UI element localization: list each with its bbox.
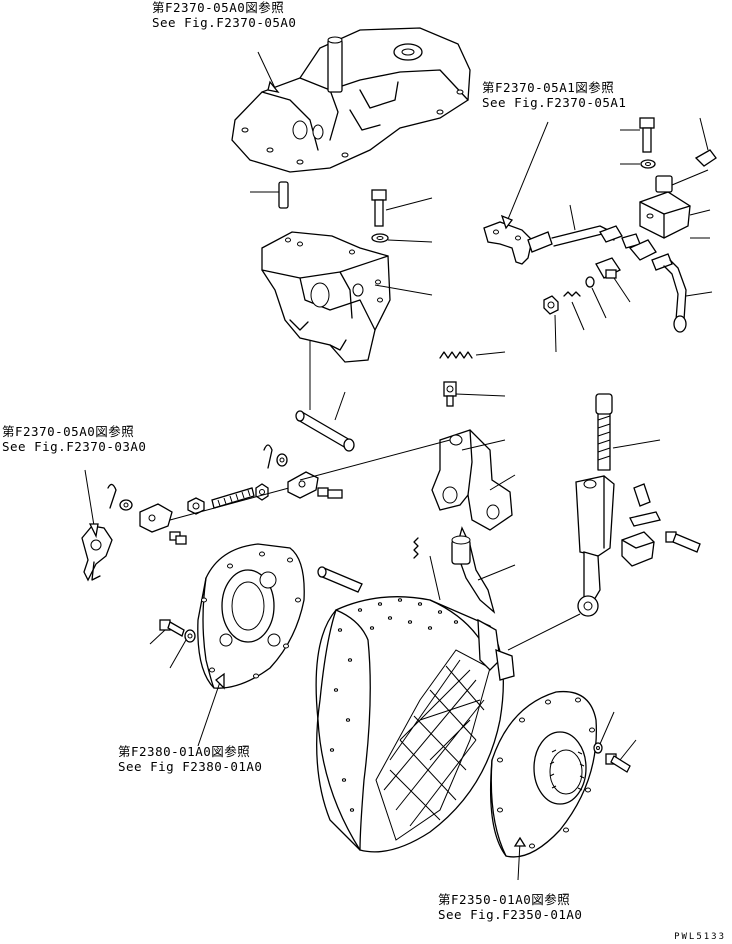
adjust-screw bbox=[595, 393, 613, 471]
oring-right bbox=[585, 276, 607, 319]
pipe-fitting-right bbox=[527, 204, 615, 253]
washer-center bbox=[276, 453, 288, 467]
switch-block-right bbox=[639, 175, 691, 239]
drum-cover-plate bbox=[197, 543, 305, 689]
reference-en: See Fig F2380-01A0 bbox=[118, 759, 263, 774]
lever-bracket bbox=[431, 429, 516, 614]
reference-jp: 第F2370-05A0図参照 bbox=[152, 0, 285, 15]
bolt-top-center bbox=[371, 189, 433, 227]
reference-jp: 第F2370-05A0図参照 bbox=[2, 424, 135, 439]
cotter-pin-center bbox=[263, 444, 273, 469]
washer-right-top bbox=[620, 159, 656, 169]
valve-body bbox=[261, 231, 391, 363]
dowel-pin bbox=[250, 181, 289, 209]
pin-right-small bbox=[633, 483, 651, 507]
cotter-pin-left bbox=[107, 483, 117, 509]
fitting-nut-right bbox=[599, 225, 641, 249]
reference-label-hub: 第F2350-01A0図参照 See Fig.F2350-01A0 bbox=[438, 892, 582, 922]
pin-right-flat bbox=[629, 511, 661, 527]
top-housing bbox=[231, 27, 471, 173]
bolt-right-lower bbox=[665, 531, 701, 553]
bolt-left-plate bbox=[149, 619, 185, 645]
reference-jp: 第F2380-01A0図参照 bbox=[118, 744, 251, 759]
rod-end-left bbox=[81, 525, 113, 582]
washer-left-plate bbox=[169, 629, 196, 669]
clevis-center bbox=[287, 471, 343, 499]
plug-right bbox=[543, 295, 559, 353]
spring-center bbox=[439, 351, 506, 359]
reference-label-linkage: 第F2370-05A0図参照 See Fig.F2370-03A0 bbox=[2, 424, 146, 454]
lever-arm-right bbox=[575, 475, 615, 617]
bolt-right-top bbox=[620, 117, 655, 153]
roller bbox=[451, 535, 471, 565]
reference-label-top-housing: 第F2370-05A0図参照 See Fig.F2370-05A0 bbox=[152, 0, 296, 30]
connector-right-top bbox=[694, 117, 717, 167]
reference-label-right-assembly: 第F2370-05A1図参照 See Fig.F2370-05A1 bbox=[482, 80, 626, 110]
sensor-right bbox=[595, 257, 631, 303]
reference-en: See Fig.F2350-01A0 bbox=[438, 907, 583, 922]
reference-jp: 第F2350-01A0図参照 bbox=[438, 892, 571, 907]
bolt-hub bbox=[605, 739, 637, 773]
reference-en: See Fig.F2370-03A0 bbox=[2, 439, 147, 454]
nut-left bbox=[255, 483, 269, 501]
reference-jp: 第F2370-05A1図参照 bbox=[482, 80, 615, 95]
clevis-left bbox=[139, 503, 187, 545]
block-right bbox=[621, 531, 655, 567]
drawing-code: PWL5133 bbox=[674, 932, 726, 942]
washer-left bbox=[119, 499, 133, 511]
pin-lower bbox=[295, 391, 355, 452]
spring-right bbox=[563, 291, 585, 331]
washer-hub bbox=[593, 711, 615, 754]
hub-flange bbox=[490, 690, 598, 858]
washer-top-center bbox=[371, 233, 433, 243]
bracket-right bbox=[483, 221, 533, 265]
reference-en: See Fig.F2370-05A0 bbox=[152, 15, 297, 30]
reference-en: See Fig.F2370-05A1 bbox=[482, 95, 627, 110]
reference-label-cover-plate: 第F2380-01A0図参照 See Fig F2380-01A0 bbox=[118, 744, 262, 774]
clip-center bbox=[443, 381, 506, 407]
anchor-pin bbox=[317, 566, 363, 593]
elbow-fitting-right bbox=[628, 239, 713, 333]
locknut-left bbox=[187, 497, 205, 515]
brake-drum bbox=[315, 537, 515, 853]
threaded-rod bbox=[211, 487, 255, 509]
